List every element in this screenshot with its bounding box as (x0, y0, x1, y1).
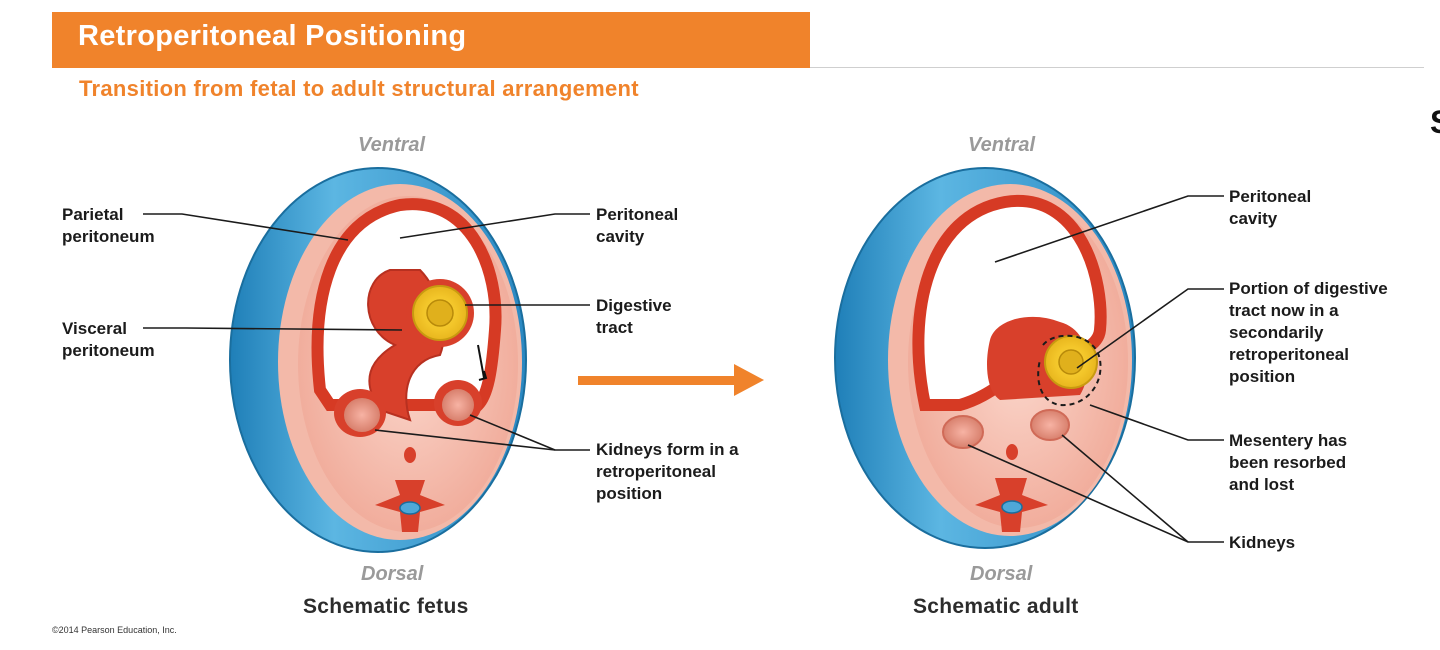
label-adult-digestive-tract: Portion of digestive tract now in a seco… (1229, 279, 1388, 386)
transition-arrow (578, 364, 764, 396)
label-adult-mesentery: Mesentery has been resorbed and lost (1229, 431, 1348, 494)
page-subtitle: Transition from fetal to adult structura… (79, 76, 639, 101)
label-visceral-peritoneum: Visceral peritoneum (62, 319, 155, 360)
adult-ventral-label: Ventral (968, 134, 1036, 156)
label-fetus-kidneys: Kidneys form in a retroperitoneal positi… (596, 440, 739, 503)
label-fetus-peritoneal-cavity: Peritoneal cavity (596, 205, 679, 246)
fetus-caption: Schematic fetus (303, 595, 469, 618)
copyright: ©2014 Pearson Education, Inc. (52, 625, 177, 635)
label-adult-kidneys: Kidneys (1229, 533, 1296, 552)
adult-resorbed-mesentery (1037, 334, 1102, 407)
fetus-dorsal-label: Dorsal (361, 563, 424, 585)
adult-leaders (967, 195, 1224, 543)
fetus-diagram (229, 167, 527, 553)
adult-dorsal-label: Dorsal (970, 563, 1033, 585)
edge-glyph: S (1430, 104, 1440, 141)
adult-caption: Schematic adult (913, 595, 1079, 618)
title-bar (52, 12, 810, 68)
adult-kidney-left (942, 415, 984, 449)
label-fetus-digestive-tract: Digestive tract (596, 296, 672, 337)
adult-diagram (834, 167, 1136, 549)
fetus-leaders (143, 213, 590, 451)
label-adult-peritoneal-cavity: Peritoneal cavity (1229, 187, 1312, 228)
page-title: Retroperitoneal Positioning (78, 20, 467, 52)
label-parietal-peritoneum: Parietal peritoneum (62, 205, 155, 246)
adult-kidney-right (1030, 409, 1070, 441)
fetus-ventral-label: Ventral (358, 134, 426, 156)
title-rule (810, 67, 1424, 68)
